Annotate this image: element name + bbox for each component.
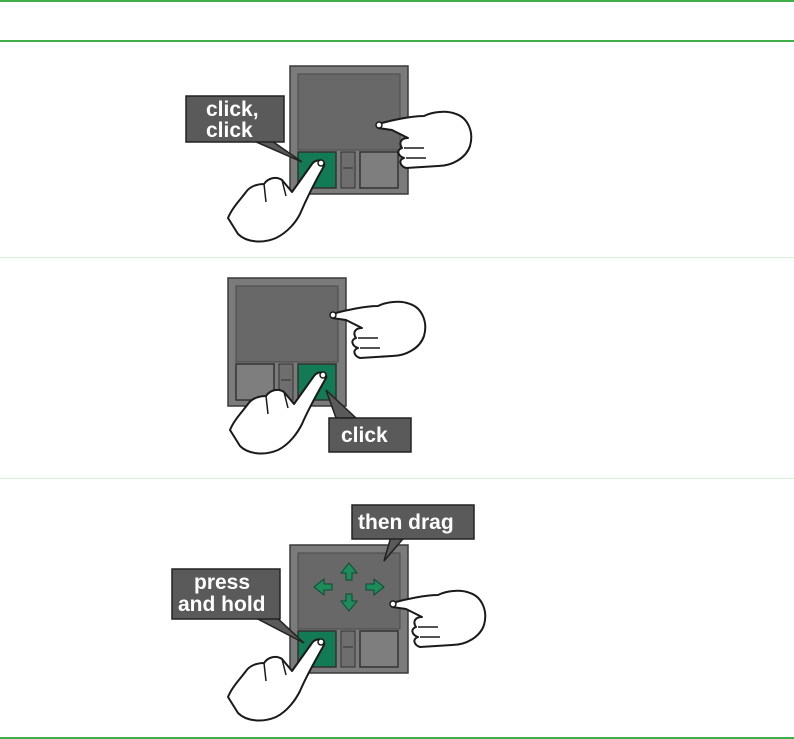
double-click-diagram: click, click <box>0 42 794 257</box>
row-double-click: click, click <box>0 42 794 257</box>
clicking-hand-icon <box>228 160 324 241</box>
callout-press-and-hold: press and hold <box>172 569 304 643</box>
clicking-hand-icon <box>228 639 324 720</box>
callout-then-drag-text: then drag <box>358 511 454 534</box>
right-button <box>360 152 398 188</box>
callout-line-2: and hold <box>178 593 266 616</box>
callout-line-2: click <box>206 119 253 142</box>
scroll-zone <box>341 631 355 667</box>
callout-line-1: click <box>341 424 388 447</box>
callout-click-click: click, click <box>186 96 302 162</box>
right-button <box>360 631 398 667</box>
callout-line-1: click, <box>206 98 259 121</box>
touchpad-icon <box>228 278 346 406</box>
scroll-zone <box>341 152 355 188</box>
table-header-row <box>0 2 794 40</box>
row-drag: then drag press and hold <box>0 479 794 737</box>
right-click-diagram: click <box>0 258 794 478</box>
row-right-click: click <box>0 258 794 478</box>
drag-diagram: then drag press and hold <box>0 479 794 737</box>
callout-line-1: press <box>194 571 250 594</box>
